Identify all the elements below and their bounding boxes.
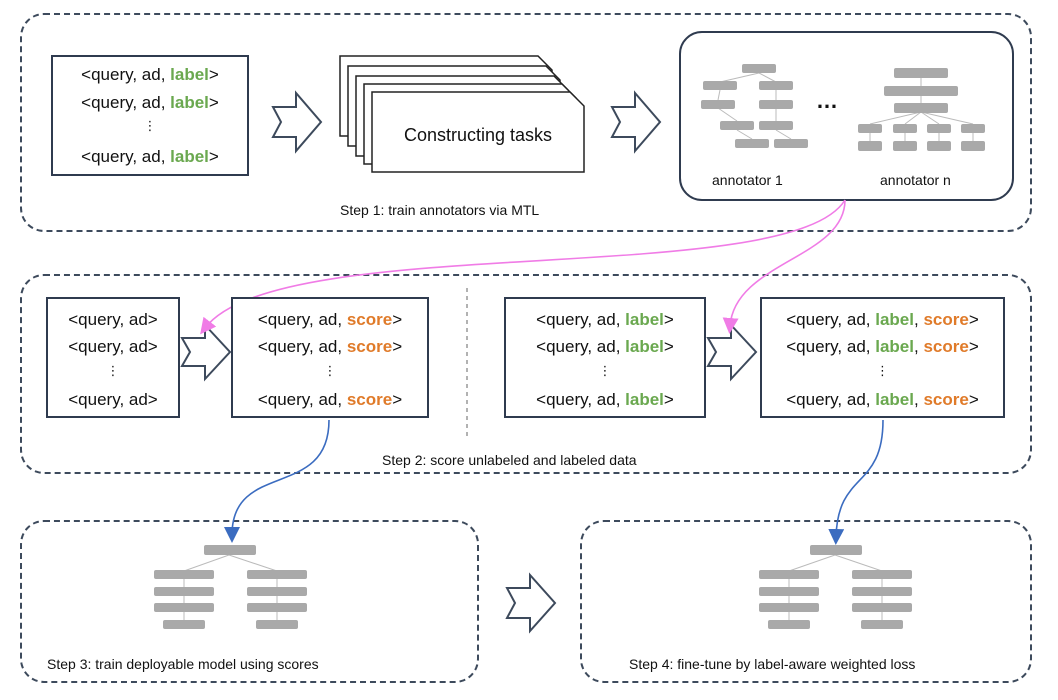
data-row: <query, ad, label> — [536, 390, 674, 409]
data-row: <query, ad, score> — [257, 390, 403, 409]
data-row: <query, ad, label> — [81, 93, 219, 112]
labeled-data-box: <query, ad, label> <query, ad, label> ⋮ … — [51, 55, 249, 176]
vertical-ellipsis: ⋮ — [598, 363, 612, 378]
step2-container — [20, 274, 1032, 474]
data-row: <query, ad, label, score> — [786, 310, 979, 329]
step4-container — [580, 520, 1032, 683]
pink-arrow-to-unlabeled — [200, 199, 846, 335]
data-row: <query, ad> — [68, 310, 158, 329]
vertical-ellipsis: ⋮ — [323, 363, 337, 378]
scored-data-box: <query, ad, score> <query, ad, score> ⋮ … — [231, 297, 429, 418]
task-sheets — [339, 55, 585, 173]
unlabeled-data-box: <query, ad> <query, ad> ⋮ <query, ad> — [46, 297, 180, 418]
blue-arrow-to-step3 — [224, 419, 330, 543]
data-row: <query, ad> — [68, 337, 158, 356]
data-row: <query, ad, label> — [536, 337, 674, 356]
constructing-tasks-label: Constructing tasks — [403, 125, 553, 145]
step2-caption: Step 2: score unlabeled and labeled data — [382, 452, 637, 468]
vertical-ellipsis: ⋮ — [143, 118, 157, 133]
data-row: <query, ad, label> — [81, 147, 219, 166]
step1-caption: Step 1: train annotators via MTL — [340, 202, 540, 218]
blue-arrow-to-step4 — [828, 419, 884, 545]
annotator-1-tree — [701, 64, 808, 148]
annotator-1-label: annotator 1 — [712, 172, 783, 188]
annotator-ellipsis: … — [816, 88, 838, 113]
annotator-n-label: annotator n — [880, 172, 951, 188]
deployable-model-tree — [154, 545, 307, 629]
data-row: <query, ad, score> — [257, 310, 403, 329]
pink-arrow-to-labeled — [722, 199, 846, 334]
labeled-input-box: <query, ad, label> <query, ad, label> ⋮ … — [504, 297, 706, 418]
vertical-ellipsis: ⋮ — [876, 363, 889, 378]
step4-caption: Step 4: fine-tune by label-aware weighte… — [629, 656, 916, 672]
vertical-ellipsis: ⋮ — [106, 363, 120, 378]
labeled-scored-box: <query, ad, label, score> <query, ad, la… — [760, 297, 1005, 418]
step3-caption: Step 3: train deployable model using sco… — [47, 656, 319, 672]
data-row: <query, ad> — [68, 390, 158, 409]
data-row: <query, ad, score> — [257, 337, 403, 356]
annotator-n-tree — [858, 68, 985, 151]
data-row: <query, ad, label, score> — [786, 390, 979, 409]
data-row: <query, ad, label> — [536, 310, 674, 329]
data-row: <query, ad, label> — [81, 65, 219, 84]
step3-container — [20, 520, 479, 683]
step1-container — [20, 13, 1032, 232]
data-row: <query, ad, label, score> — [786, 337, 979, 356]
fine-tuned-model-tree — [759, 545, 912, 629]
